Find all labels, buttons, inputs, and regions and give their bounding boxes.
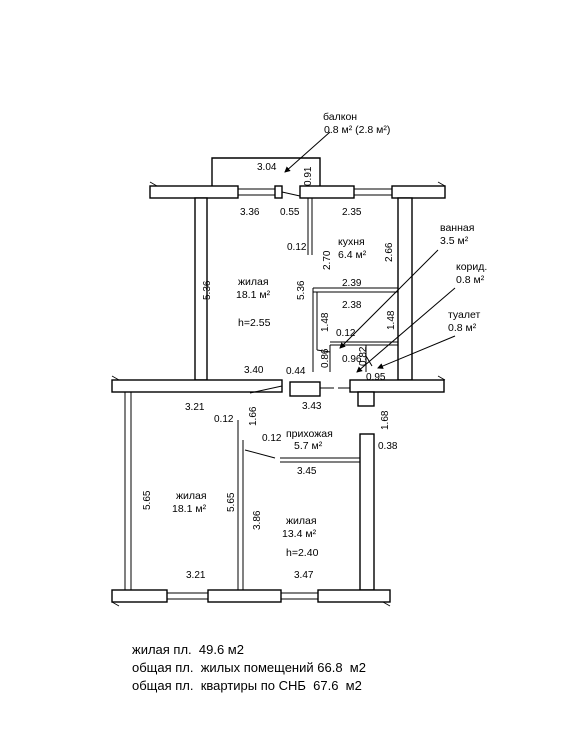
dim-321b: 3.21 [186, 570, 206, 581]
dim-038: 0.38 [378, 441, 398, 452]
dim-266: 2.66 [384, 242, 395, 262]
summary-total-apartment: общая пл. квартиры по СНБ 67.6 м2 [132, 678, 362, 693]
dim-321a: 3.21 [185, 402, 205, 413]
dim-012a: 0.12 [287, 242, 307, 253]
room-bath-label: ванная [440, 222, 474, 234]
balcony-leader [284, 131, 331, 173]
hall-partition [244, 449, 360, 463]
wall-lower-left [124, 392, 132, 590]
dim-012b: 0.12 [336, 328, 356, 339]
dim-235: 2.35 [342, 207, 362, 218]
room-hall-label: прихожая [286, 428, 333, 440]
wall-top-right [397, 197, 413, 381]
room-living-left-label: жилая [176, 490, 207, 502]
room-toilet-area: 0.8 м² [448, 322, 477, 334]
dim-095: 0.95 [366, 372, 386, 383]
dim-536a: 5.36 [202, 280, 213, 300]
room-living-top-area: 18.1 м² [236, 289, 271, 301]
dim-055: 0.55 [280, 207, 300, 218]
bottom-exterior-wall [111, 589, 391, 607]
room-living-top-label: жилая [238, 276, 269, 288]
dim-balcony-depth: 0.91 [303, 166, 314, 186]
dim-340: 3.40 [244, 365, 264, 376]
dim-565b: 5.65 [226, 492, 237, 512]
dim-044: 0.44 [286, 366, 306, 377]
room-living-left-area: 18.1 м² [172, 503, 207, 515]
dim-343: 3.43 [302, 401, 322, 412]
dim-166: 1.66 [248, 406, 259, 426]
dim-012c: 0.12 [214, 414, 234, 425]
dim-347: 3.47 [294, 570, 314, 581]
summary-living-area: жилая пл. 49.6 м2 [132, 642, 244, 657]
room-hall-area: 5.7 м² [294, 440, 323, 452]
dim-096: 0.96 [342, 354, 362, 365]
bath-leader [339, 249, 439, 349]
dim-086: 0.86 [320, 348, 331, 368]
room-bath-area: 3.5 м² [440, 235, 469, 247]
dim-238: 2.38 [342, 300, 362, 311]
balcony [211, 157, 321, 186]
balcony-area: 0.8 м² (2.8 м²) [324, 124, 390, 136]
dim-270: 2.70 [322, 250, 333, 270]
top-exterior-wall [149, 181, 446, 199]
room-living-top-height: h=2.55 [238, 317, 271, 329]
room-living-right-height: h=2.40 [286, 547, 319, 559]
room-corridor-label: корид. [456, 261, 487, 273]
room-toilet-label: туалет [448, 309, 481, 321]
toilet-leader [377, 335, 456, 369]
balcony-label: балкон [323, 111, 357, 123]
bathroom-block [312, 287, 398, 372]
corridor-leader [356, 287, 456, 373]
dim-239: 2.39 [342, 278, 362, 289]
dim-148b: 1.48 [386, 310, 397, 330]
room-living-right-area: 13.4 м² [282, 528, 317, 540]
room-kitchen-area: 6.4 м² [338, 249, 367, 261]
middle-wall [111, 375, 446, 407]
room-kitchen-label: кухня [338, 236, 365, 248]
dim-082: 0.82 [358, 346, 369, 366]
dim-536b: 5.36 [296, 280, 307, 300]
dim-148a: 1.48 [320, 312, 331, 332]
room-living-right-label: жилая [286, 515, 317, 527]
dim-565a: 5.65 [142, 490, 153, 510]
dim-168: 1.68 [380, 410, 391, 430]
summary-total-living: общая пл. жилых помещений 66.8 м2 [132, 660, 366, 675]
partition-living [237, 420, 244, 590]
room-corridor-area: 0.8 м² [456, 274, 485, 286]
dim-336: 3.36 [240, 207, 260, 218]
wall-lower-right [359, 433, 375, 591]
dim-386: 3.86 [252, 510, 263, 530]
dim-012d: 0.12 [262, 433, 282, 444]
dim-345: 3.45 [297, 466, 317, 477]
dim-balcony-width: 3.04 [257, 162, 277, 173]
